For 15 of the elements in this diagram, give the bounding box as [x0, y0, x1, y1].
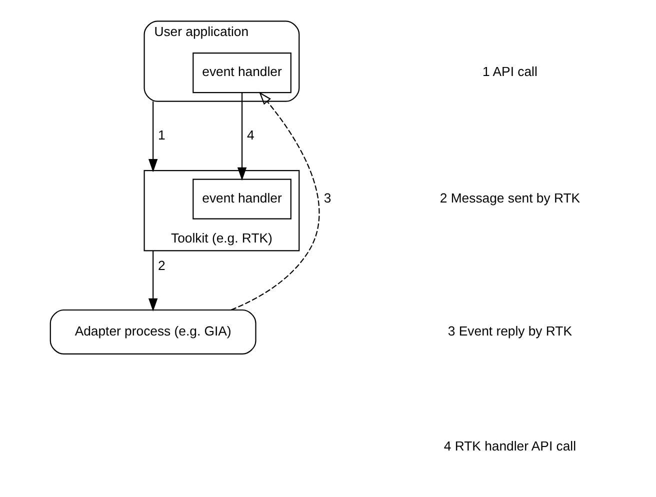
arrow	[148, 101, 158, 172]
node-box: Adapter process (e.g. GIA)	[49, 309, 256, 354]
node-box: event handler	[192, 178, 291, 220]
label: 1 API call	[482, 64, 537, 80]
label: 4 RTK handler API call	[443, 438, 576, 454]
label: 2 Message sent by RTK	[439, 190, 580, 206]
node-box: event handler	[192, 52, 291, 94]
arrow	[148, 250, 158, 312]
arrow	[236, 92, 246, 181]
edge-label: 2	[157, 258, 165, 274]
edge-label: 3	[323, 190, 331, 206]
arrow	[230, 92, 320, 310]
edge-label: 1	[157, 127, 165, 142]
label: 3 Event reply by RTK	[447, 323, 572, 338]
edge-label: 4	[246, 127, 254, 142]
